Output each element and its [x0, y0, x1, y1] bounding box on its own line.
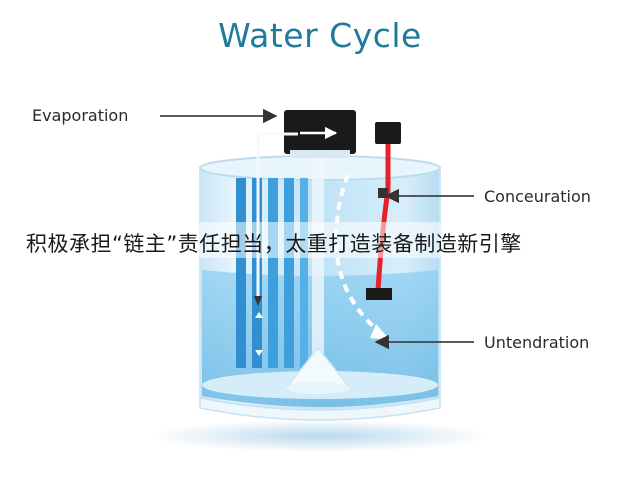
vapor-path: [256, 132, 298, 300]
label-untendration: Untendration: [484, 333, 590, 352]
label-evaporation: Evaporation: [32, 106, 129, 125]
overlay-caption: 积极承担“链主”责任担当，太重打造装备制造新引擎: [26, 232, 522, 256]
caption-band: [0, 222, 640, 258]
condensation-dashed-arrow: [334, 174, 384, 336]
diagram-title: Water Cycle: [218, 16, 422, 55]
label-conceuration: Conceuration: [484, 187, 591, 206]
small-arrows: [255, 312, 263, 356]
center-column: [312, 150, 324, 370]
tank-shadow: [150, 420, 490, 452]
